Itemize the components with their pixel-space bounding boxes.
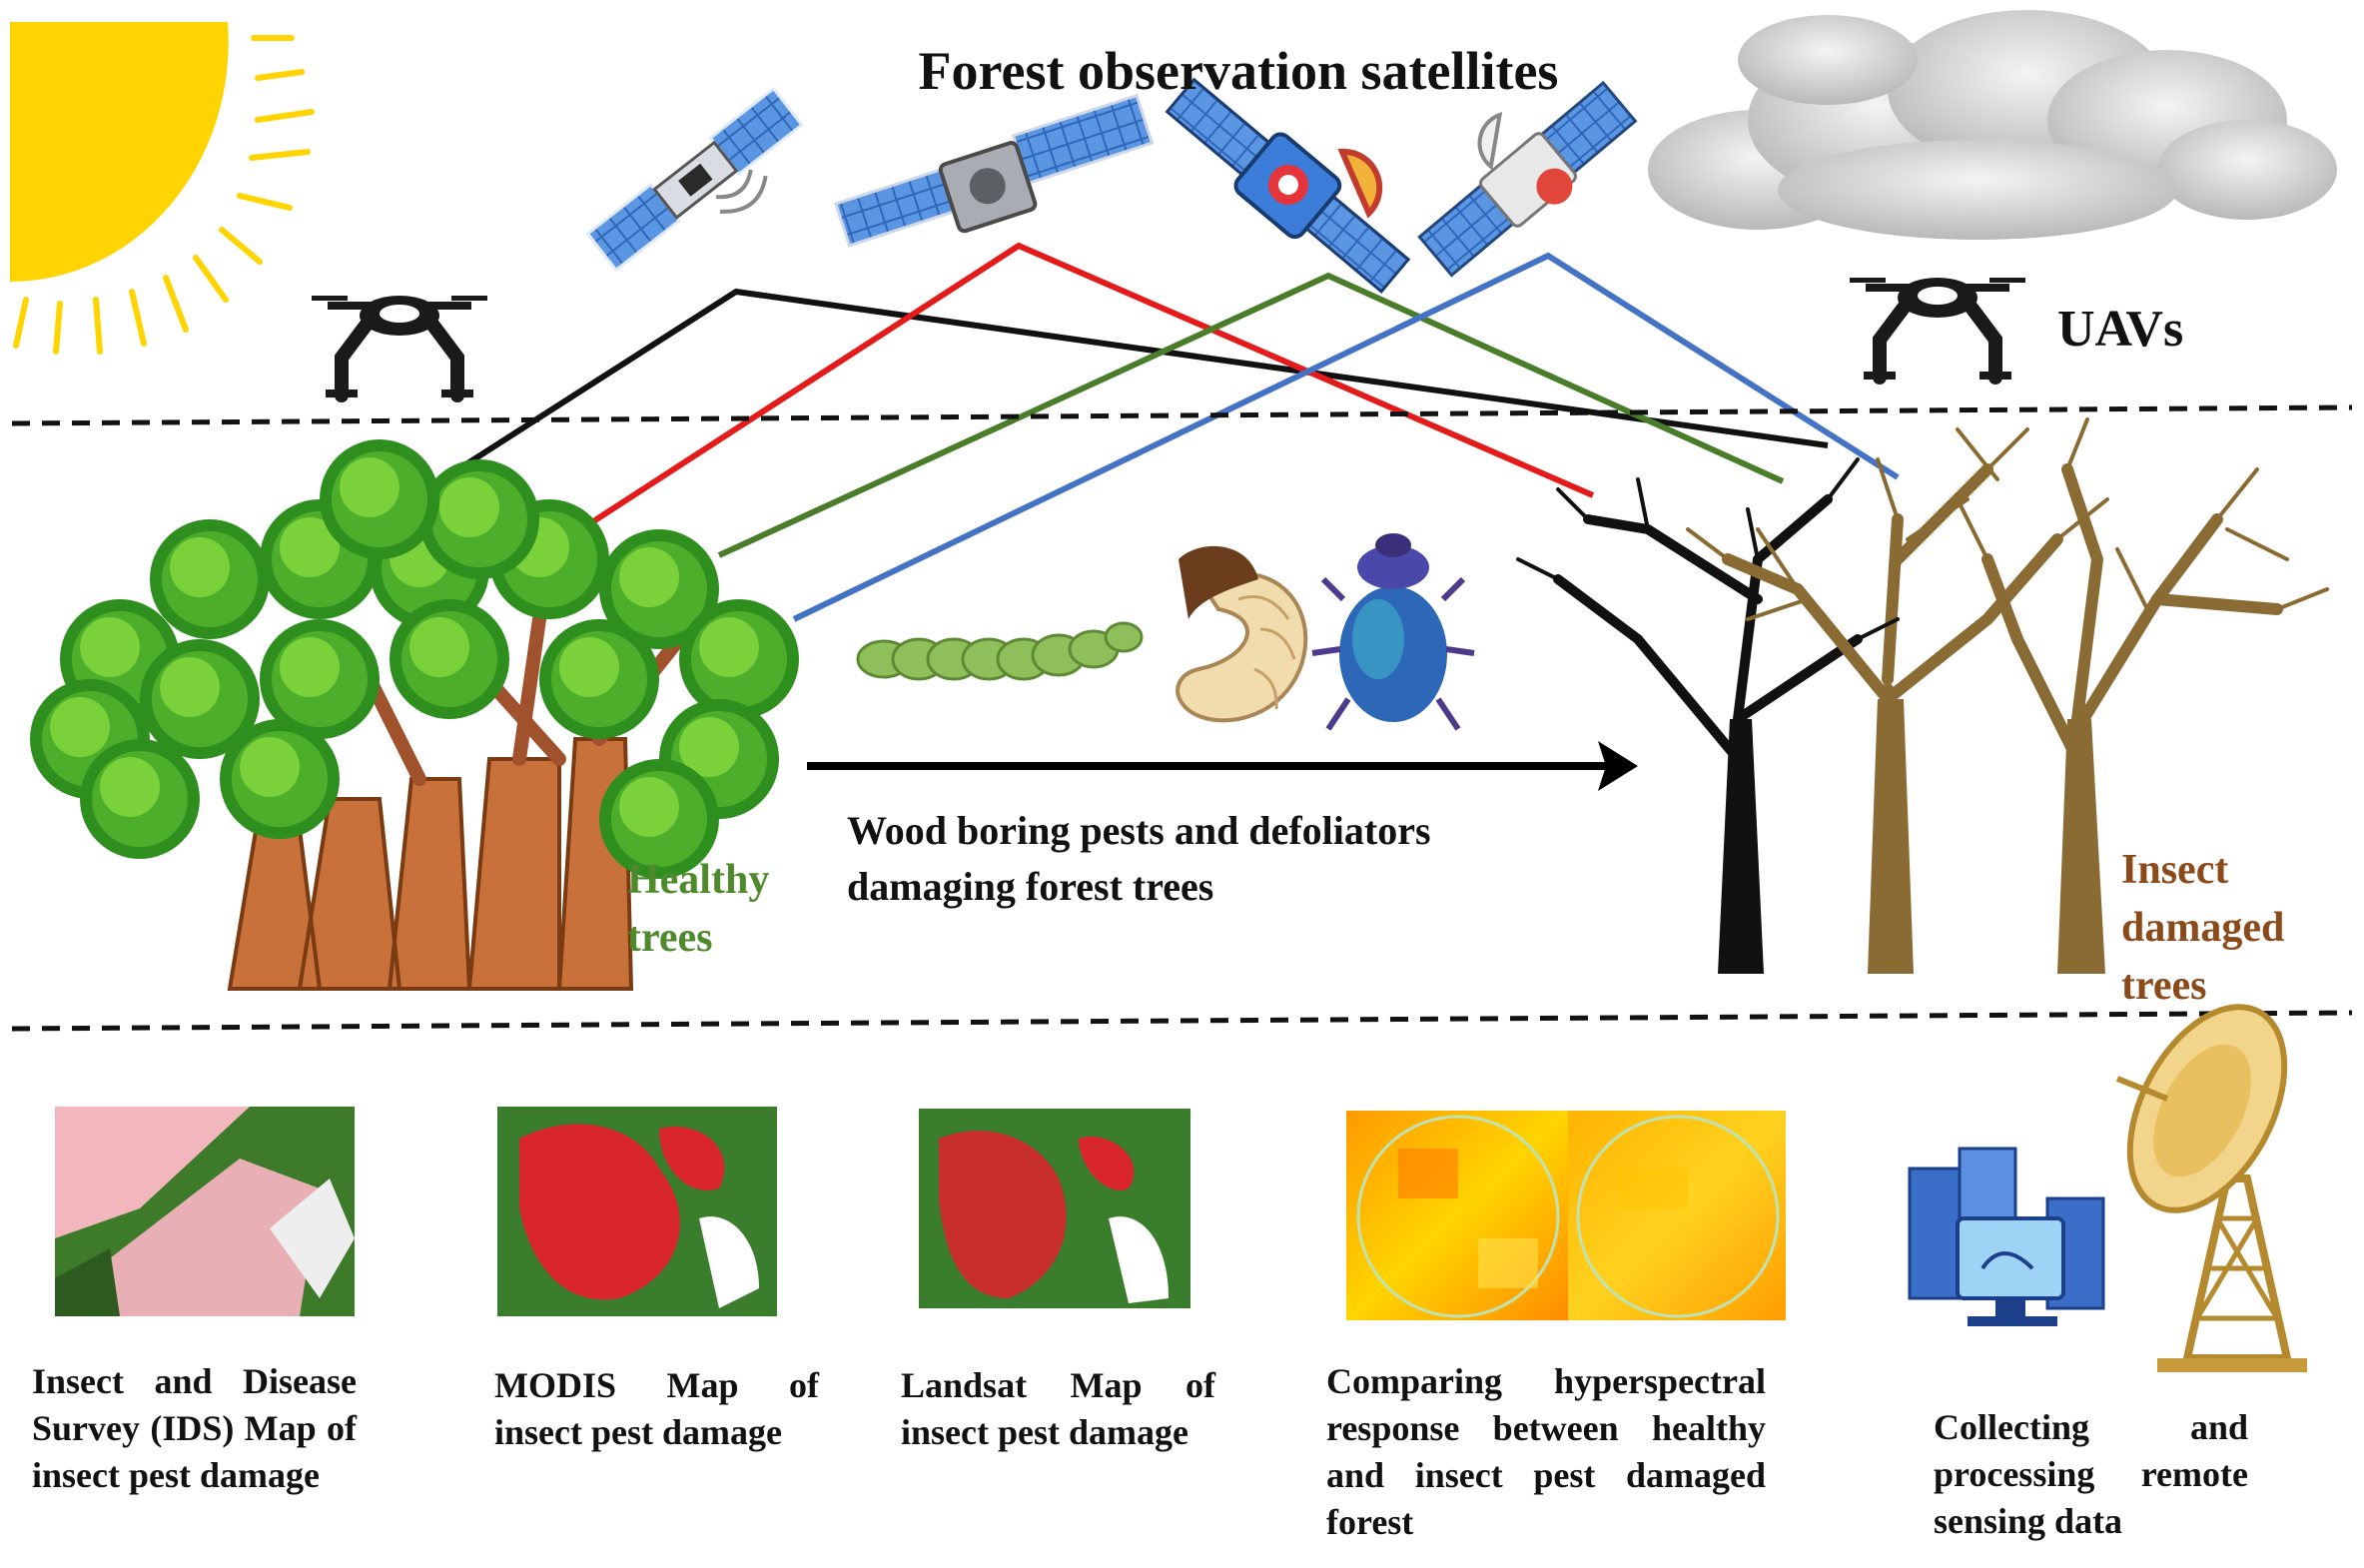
divider-top: [11, 404, 2353, 426]
landsat-map-image: [919, 1109, 1190, 1308]
divider-bottom: [11, 1010, 2353, 1032]
link-line-black: [385, 288, 1829, 518]
damage-arrow: [807, 741, 1638, 791]
healthy-tree-icon: [30, 439, 799, 991]
modis-map-image: [497, 1107, 777, 1316]
cloud-icon: [1648, 10, 2337, 240]
satellite-icon: [833, 93, 1155, 248]
diagram-title: Forest observation satellites: [918, 41, 1559, 101]
damaged-tree-icon: [1516, 417, 2329, 974]
landsat-map-caption: Landsat Map of insect pest damage: [901, 1365, 1215, 1452]
caterpillar-icon: [856, 621, 1144, 681]
link-line-blue: [792, 252, 1900, 622]
drone-icon: [1850, 278, 2025, 380]
uav-label: UAVs: [2057, 301, 2184, 358]
processing-caption: Collecting and processing remote sensing…: [1934, 1407, 2248, 1541]
drone-icon: [312, 296, 487, 397]
hyperspectral-caption: Comparing hyperspectral response between…: [1326, 1361, 1766, 1542]
radar-dish-icon: [2115, 1004, 2307, 1372]
satellite-icon: [585, 86, 804, 273]
beetle-icon: [1311, 533, 1475, 731]
sun-icon: [10, 22, 315, 355]
ids-map-caption: Insect and Disease Survey (IDS) Map of i…: [32, 1361, 357, 1495]
server-icon: [1908, 1147, 2105, 1326]
hyperspectral-image: [1346, 1111, 1786, 1320]
satellite-icon: [1165, 77, 1411, 294]
satellite-icon: [1417, 80, 1638, 278]
grub-icon: [1176, 545, 1308, 723]
modis-map-caption: MODIS Map of insect pest damage: [494, 1365, 819, 1452]
ids-map-image: [55, 1107, 355, 1316]
